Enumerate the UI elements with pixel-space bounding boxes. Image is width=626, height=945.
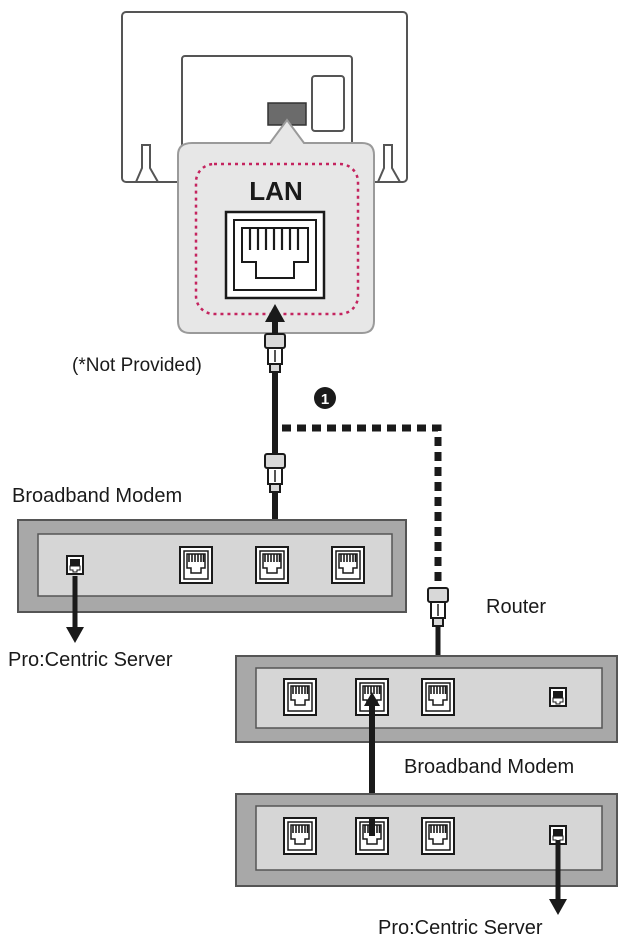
broadband-modem-bottom [235, 793, 618, 887]
server-left-label: Pro:Centric Server [8, 649, 173, 671]
router-label: Router [486, 596, 547, 618]
server-left-arrow [66, 576, 84, 643]
step-badge: 1 [314, 387, 336, 409]
modem-bottom-label: Broadband Modem [404, 756, 575, 778]
router-jack-3-icon [421, 678, 455, 716]
lan-port-icon [224, 210, 326, 300]
modem-bottom-jack-3-icon [421, 817, 455, 855]
not-provided-note: (*Not Provided) [72, 355, 202, 376]
router-device [235, 655, 618, 743]
modem-top-jack-1-icon [179, 546, 213, 584]
step-number: 1 [321, 391, 329, 408]
lan-port-label: LAN [249, 176, 302, 206]
server-bottom-arrow [549, 840, 567, 915]
modem-top-jack-2-icon [255, 546, 289, 584]
router-jack-1-icon [283, 678, 317, 716]
modem-bottom-jack-1-icon [283, 817, 317, 855]
modem-top-label: Broadband Modem [12, 485, 183, 507]
broadband-modem-top [17, 519, 407, 613]
modem-top-small-port-icon [66, 555, 84, 575]
router-small-port-icon [549, 687, 567, 707]
server-bottom-label: Pro:Centric Server [378, 917, 543, 939]
modem-top-jack-3-icon [331, 546, 365, 584]
lan-callout: LAN [177, 118, 375, 334]
